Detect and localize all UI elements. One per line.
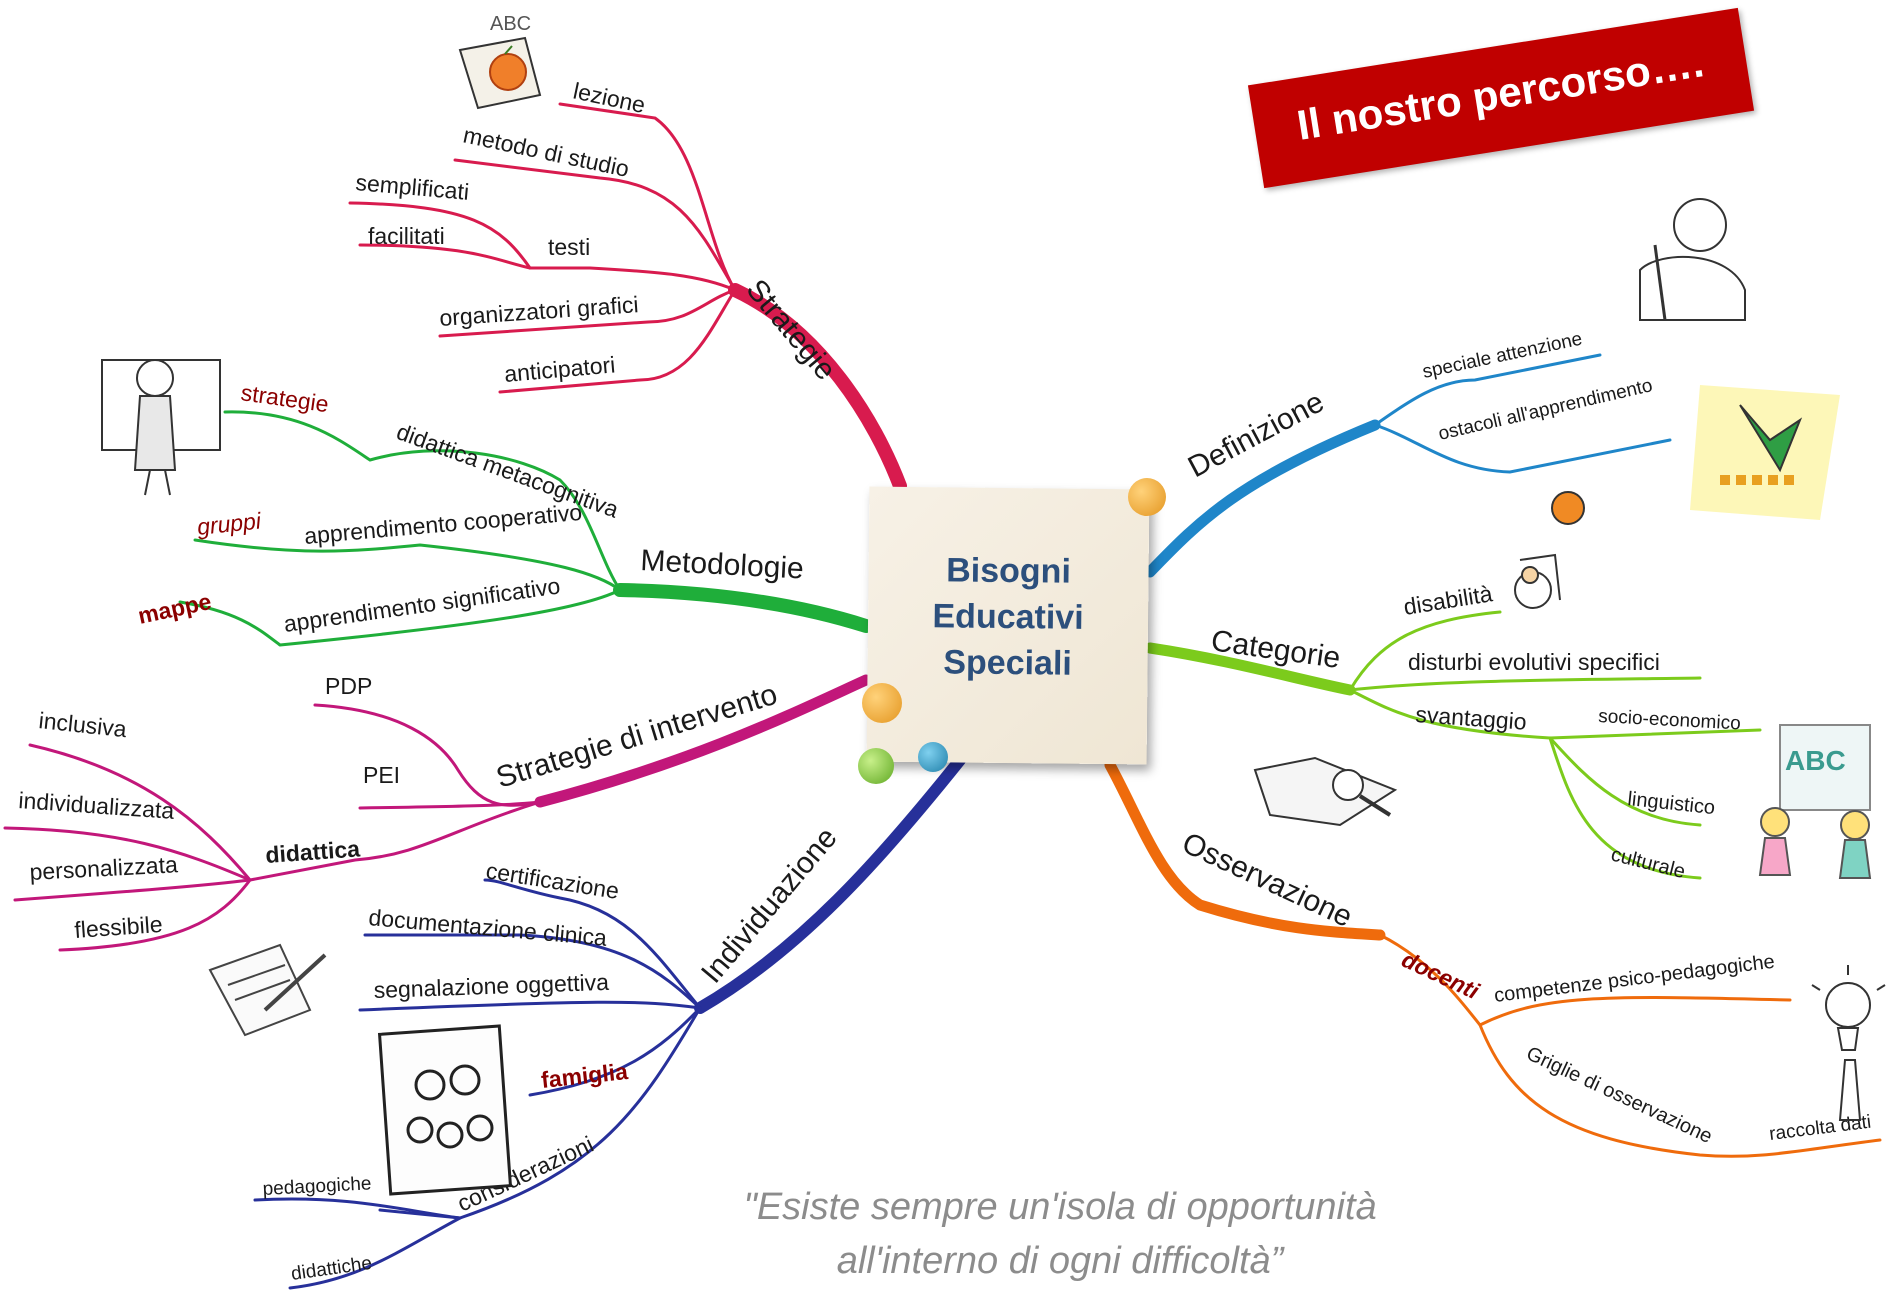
item-docenti: docenti [1398, 946, 1484, 1004]
item-documentazione-clinica: documentazione clinica [368, 904, 609, 951]
quote-line-1: "Esiste sempre un'isola di opportunità [743, 1186, 1377, 1228]
quote-line-2: all'interno di ogni difficoltà” [836, 1240, 1284, 1282]
interventi-branch-lines [3, 674, 872, 952]
item-semplificati: semplificati [355, 169, 471, 205]
center-topic-title: Bisogni Educativi Speciali [867, 547, 1148, 688]
branch-label-metodologie: Metodologie [640, 544, 805, 586]
thinking-student-clipart [1639, 198, 1746, 321]
item-apprendimento-significativo: apprendimento significativo [282, 572, 562, 637]
hurdle-jumper-clipart [1690, 385, 1840, 520]
center-line-2: Educativi [932, 597, 1084, 637]
item-pedagogiche: pedagogiche [262, 1173, 372, 1200]
item-pei: PEI [363, 762, 400, 788]
pushpin-blue-icon [918, 742, 948, 772]
item-socio-economico: socio-economico [1598, 706, 1741, 734]
item-svantaggio: svantaggio [1415, 701, 1528, 735]
center-line-3: Speciali [943, 643, 1073, 683]
item-culturale: culturale [1609, 844, 1688, 884]
definizione-labels: Definizione speciale attenzione ostacoli… [1183, 329, 1655, 485]
center-line-1: Bisogni [946, 551, 1072, 591]
book-apple-clipart: ABC [458, 13, 542, 110]
item-testi: testi [548, 234, 590, 260]
teacher-clipart [101, 359, 221, 496]
branch-label-definizione: Definizione [1183, 385, 1330, 484]
item-pdp: PDP [325, 673, 372, 699]
item-griglie-di-osservazione: Griglie di osservazione [1523, 1043, 1716, 1148]
item-ostacoli-apprendimento: ostacoli all'apprendimento [1436, 375, 1654, 445]
pushpin-orange-left-icon [862, 683, 902, 723]
item-inclusiva: inclusiva [37, 707, 128, 742]
item-segnalazione-oggettiva: segnalazione oggettiva [373, 969, 609, 1003]
item-flessibile: flessibile [74, 911, 164, 943]
strategie-branch-lines [348, 102, 907, 493]
abc-board-kids-clipart: ABC [1758, 724, 1872, 879]
item-disturbi-evolutivi-specifici: disturbi evolutivi specifici [1408, 649, 1660, 675]
writing-paper-clipart [208, 943, 327, 1037]
branch-label-strategie: Strategie [740, 273, 842, 386]
closing-quote: "Esiste sempre un'isola di opportunità a… [640, 1180, 1480, 1288]
item-linguistico: linguistico [1626, 788, 1716, 819]
magnifier-book-clipart [1253, 756, 1398, 827]
lightbulb-hand-clipart [1811, 965, 1886, 1121]
item-personalizzata: personalizzata [29, 851, 179, 885]
item-gruppi: gruppi [196, 507, 263, 540]
item-metodo-di-studio: metodo di studio [461, 121, 631, 182]
abc-book-text: ABC [490, 13, 531, 35]
strategie-labels: Strategie lezione metodo di studio sempl… [355, 77, 843, 387]
item-facilitati: facilitati [368, 223, 445, 249]
item-anticipatori: anticipatori [503, 351, 616, 387]
individuazione-branch-lines [253, 754, 966, 1290]
definizione-branch-lines [1144, 353, 1672, 578]
pushpin-green-icon [858, 748, 894, 784]
item-apprendimento-cooperativo: apprendimento cooperativo [303, 499, 583, 549]
metodologie-branch-lines [178, 410, 873, 647]
item-mappe: mappe [136, 588, 214, 629]
categorie-branch-lines [1144, 610, 1762, 880]
wheelchair-basketball-clipart [1514, 491, 1585, 609]
item-raccolta-dati: raccolta dati [1768, 1112, 1872, 1145]
center-topic-card: Bisogni Educativi Speciali [866, 486, 1150, 765]
abc-board-text: ABC [1785, 745, 1846, 776]
pushpin-orange-top-icon [1128, 478, 1166, 516]
item-famiglia: famiglia [540, 1058, 629, 1093]
osservazione-branch-lines [1104, 759, 1882, 1158]
family-photo-clipart [377, 1024, 513, 1196]
